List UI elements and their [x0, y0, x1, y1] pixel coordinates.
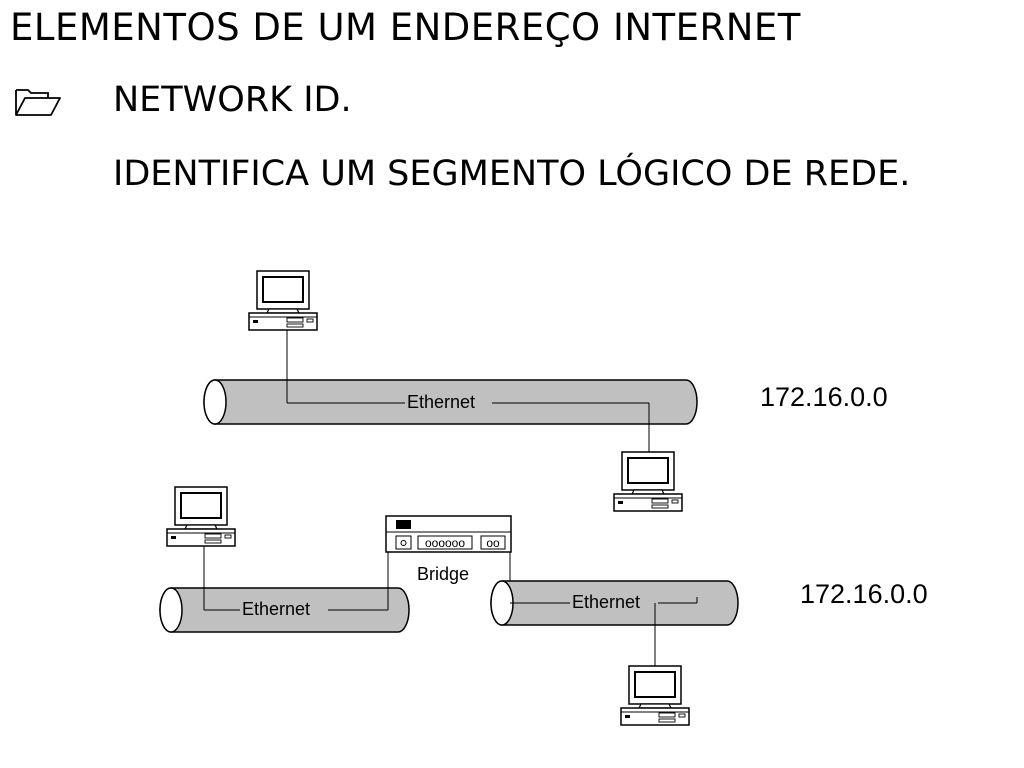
- network-id-bottom: 172.16.0.0: [800, 579, 928, 609]
- ethernet-label-top: Ethernet: [407, 392, 475, 412]
- computer-icon: [166, 486, 236, 547]
- ethernet-segment-right: Ethernet: [490, 580, 739, 626]
- computer-icon: [620, 665, 690, 726]
- bridge-device: oooooo oo: [385, 515, 512, 553]
- ethernet-label-right: Ethernet: [572, 592, 640, 612]
- bridge-port-pair: oo: [486, 536, 500, 550]
- network-id-top: 172.16.0.0: [760, 382, 888, 412]
- bridge-label: Bridge: [417, 564, 469, 584]
- bridge-ports: oooooo: [425, 536, 465, 550]
- slide-title: ELEMENTOS DE UM ENDEREÇO INTERNET: [10, 6, 801, 49]
- computer-icon: [248, 270, 318, 331]
- slide-description: IDENTIFICA UM SEGMENTO LÓGICO DE REDE.: [113, 154, 911, 194]
- ethernet-segment-top: Ethernet: [203, 379, 698, 425]
- ethernet-segment-left: Ethernet: [159, 587, 410, 633]
- ethernet-label-left: Ethernet: [242, 599, 310, 619]
- folder-icon: [15, 89, 61, 116]
- bullet-network-id: NETWORK ID.: [113, 80, 352, 120]
- computer-icon: [613, 451, 683, 512]
